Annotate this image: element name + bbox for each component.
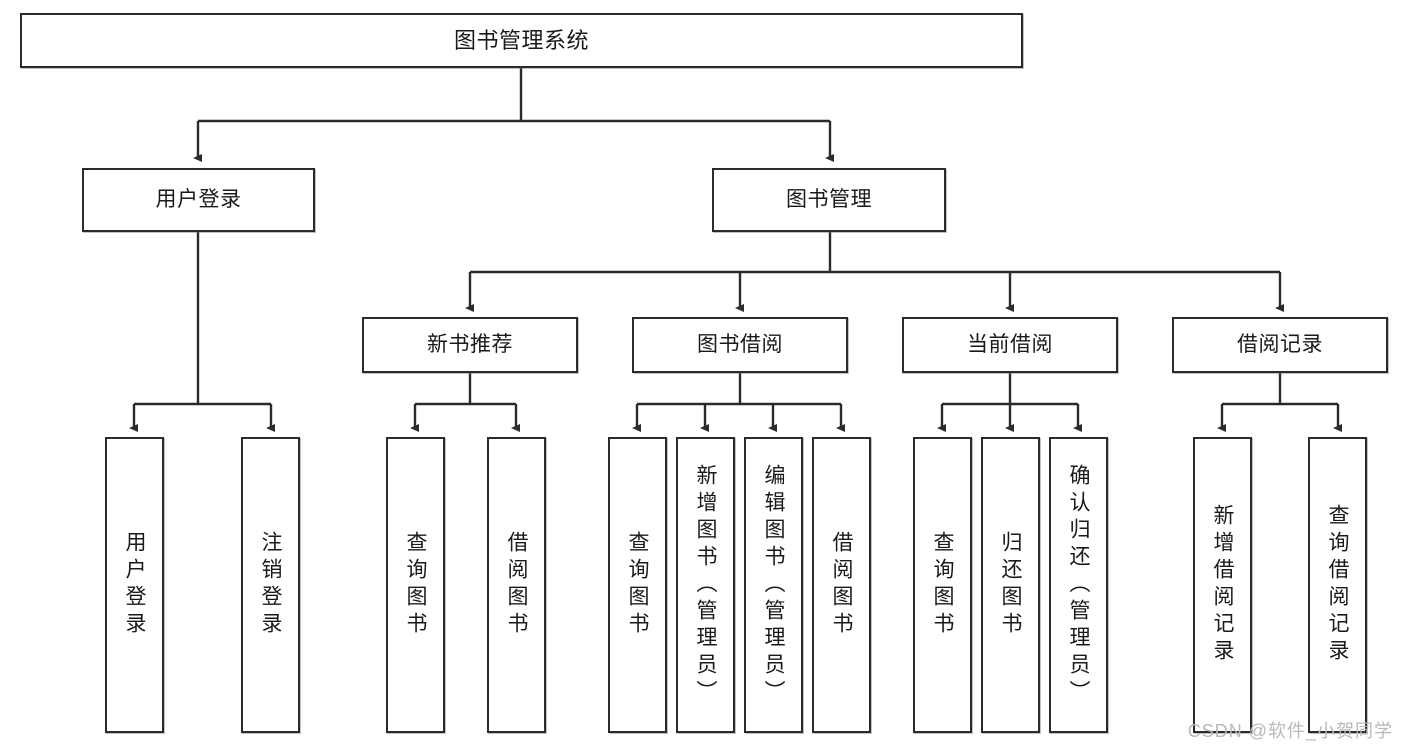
node-label: 图书管理系统 (453, 27, 589, 53)
leaf-query-book-recommend[interactable]: 查询图书 (386, 437, 445, 733)
node-label: 新增借阅记录 (1211, 504, 1234, 666)
leaf-return-book[interactable]: 归还图书 (981, 437, 1040, 733)
node-label: 确认归还（管理员） (1067, 463, 1090, 707)
leaf-borrow-book-recommend[interactable]: 借阅图书 (487, 437, 546, 733)
watermark-text: CSDN @软件_小贺同学 (1187, 721, 1393, 741)
node-label: 查询图书 (404, 531, 427, 639)
leaf-logout-login[interactable]: 注销登录 (241, 437, 300, 733)
node-label: 新增图书（管理员） (694, 463, 717, 707)
node-book-management[interactable]: 图书管理 (712, 168, 946, 232)
leaf-add-book-admin[interactable]: 新增图书（管理员） (676, 437, 735, 733)
node-label: 当前借阅 (967, 332, 1053, 356)
leaf-borrow-book[interactable]: 借阅图书 (812, 437, 871, 733)
node-label: 借阅图书 (830, 531, 853, 639)
node-borrow-record[interactable]: 借阅记录 (1172, 317, 1388, 373)
node-user-login[interactable]: 用户登录 (82, 168, 315, 232)
leaf-query-book-current[interactable]: 查询图书 (913, 437, 972, 733)
node-label: 查询借阅记录 (1326, 504, 1349, 666)
node-label: 查询图书 (626, 531, 649, 639)
node-label: 注销登录 (259, 531, 282, 639)
node-label: 新书推荐 (427, 332, 513, 356)
node-label: 图书管理 (786, 187, 872, 211)
node-book-borrow[interactable]: 图书借阅 (632, 317, 848, 373)
node-label: 查询图书 (931, 531, 954, 639)
leaf-user-login[interactable]: 用户登录 (105, 437, 164, 733)
leaf-query-book-borrow[interactable]: 查询图书 (608, 437, 667, 733)
leaf-query-borrow-record[interactable]: 查询借阅记录 (1308, 437, 1367, 733)
node-current-borrow[interactable]: 当前借阅 (902, 317, 1118, 373)
node-new-book-recommend[interactable]: 新书推荐 (362, 317, 578, 373)
node-label: 归还图书 (999, 531, 1022, 639)
node-label: 借阅图书 (505, 531, 528, 639)
node-label: 编辑图书（管理员） (762, 463, 785, 707)
node-root-system[interactable]: 图书管理系统 (20, 13, 1023, 68)
node-label: 借阅记录 (1237, 332, 1323, 356)
leaf-add-borrow-record[interactable]: 新增借阅记录 (1193, 437, 1252, 733)
node-label: 用户登录 (123, 531, 146, 639)
node-label: 用户登录 (155, 187, 242, 211)
leaf-edit-book-admin[interactable]: 编辑图书（管理员） (744, 437, 803, 733)
leaf-confirm-return-admin[interactable]: 确认归还（管理员） (1049, 437, 1108, 733)
node-label: 图书借阅 (697, 332, 783, 356)
